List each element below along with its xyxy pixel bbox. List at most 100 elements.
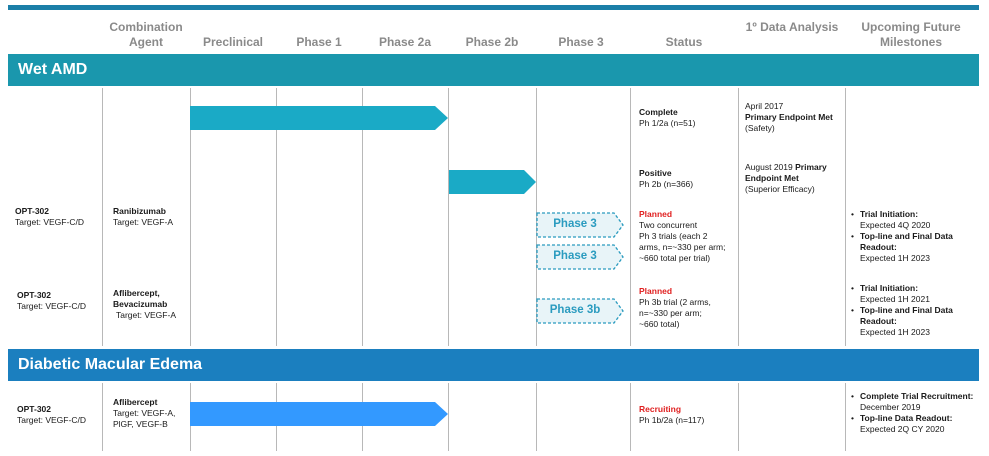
row3-agent-target: Target: VEGF-A bbox=[113, 217, 173, 227]
header-combination-agent: Combination Agent bbox=[109, 20, 183, 49]
row4-status-title: Planned bbox=[639, 286, 673, 296]
header-phase-2a: Phase 2a bbox=[378, 35, 432, 49]
phase3b-box-label: Phase 3b bbox=[549, 304, 601, 316]
row5-drug-target: Target: VEGF-C/D bbox=[17, 415, 86, 425]
row3-ms2-title-b: Readout: bbox=[860, 242, 897, 252]
row3-milestone-2: Top-line and Final Data Readout: Expecte… bbox=[851, 231, 979, 264]
row5-status-title: Recruiting bbox=[639, 404, 682, 414]
row3-status-line3: arms, n=~330 per arm; bbox=[639, 242, 726, 252]
phase3-box-a: Phase 3 bbox=[536, 212, 624, 238]
phase3-box-a-label: Phase 3 bbox=[553, 218, 597, 230]
row4-milestone-2: Top-line and Final Data Readout: Expecte… bbox=[851, 305, 979, 338]
grid-line bbox=[738, 383, 739, 451]
row5-milestone-2: Top-line Data Readout: Expected 2Q CY 20… bbox=[851, 413, 985, 435]
row4-ms1-value: Expected 1H 2021 bbox=[860, 294, 930, 304]
row2-status-title: Positive bbox=[639, 168, 672, 178]
row4-agent: Aflibercept, Bevacizumab Target: VEGF-A bbox=[113, 288, 189, 321]
row5-drug: OPT-302 Target: VEGF-C/D bbox=[17, 404, 103, 426]
row4-status-line3: ~660 total) bbox=[639, 319, 680, 329]
row3-status-line1: Two concurrent bbox=[639, 220, 698, 230]
row5-agent-name: Aflibercept bbox=[113, 397, 158, 407]
grid-line bbox=[102, 383, 103, 451]
phase3-box-b: Phase 3 bbox=[536, 244, 624, 270]
row3-status: Planned Two concurrent Ph 3 trials (each… bbox=[639, 209, 737, 264]
grid-line bbox=[630, 383, 631, 451]
row5-agent: Aflibercept Target: VEGF-A, PlGF, VEGF-B bbox=[113, 397, 189, 430]
row5-drug-name: OPT-302 bbox=[17, 404, 52, 414]
row3-ms1-value: Expected 4Q 2020 bbox=[860, 220, 931, 230]
row2-data-analysis: August 2019 Primary Endpoint Met (Superi… bbox=[745, 162, 845, 195]
header-data-analysis-superscript: 1º bbox=[745, 20, 757, 34]
row2-status: Positive Ph 2b (n=366) bbox=[639, 168, 735, 190]
row1-data-note: (Safety) bbox=[745, 123, 775, 133]
grid-line bbox=[276, 88, 277, 346]
row4-drug: OPT-302 Target: VEGF-C/D bbox=[17, 290, 103, 312]
header-milestones: Upcoming Future Milestones bbox=[861, 20, 961, 49]
row4-status-line2: n=~330 per arm; bbox=[639, 308, 702, 318]
row3-status-title: Planned bbox=[639, 209, 673, 219]
row4-milestone-1: Trial Initiation: Expected 1H 2021 bbox=[851, 283, 979, 305]
grid-line bbox=[448, 383, 449, 451]
row5-ms1-title: Complete Trial Recruitment: bbox=[860, 391, 974, 401]
row2-data-result-a: Primary bbox=[795, 162, 827, 172]
row1-data-analysis: April 2017 Primary Endpoint Met (Safety) bbox=[745, 101, 845, 134]
row5-ms2-title: Top-line Data Readout: bbox=[860, 413, 953, 423]
header-phase-2b: Phase 2b bbox=[465, 35, 519, 49]
grid-line bbox=[362, 88, 363, 346]
row5-agent-target-a: Target: VEGF-A, bbox=[113, 408, 176, 418]
grid-line bbox=[536, 88, 537, 346]
row3-drug: OPT-302 Target: VEGF-C/D bbox=[15, 206, 101, 228]
row2-status-detail: Ph 2b (n=366) bbox=[639, 179, 694, 189]
row3-ms2-title-a: Top-line and Final Data bbox=[860, 231, 953, 241]
row3-milestones: Trial Initiation: Expected 4Q 2020 Top-l… bbox=[851, 209, 979, 264]
header-status: Status bbox=[665, 35, 703, 49]
row1-data-date: April 2017 bbox=[745, 101, 784, 111]
grid-line bbox=[845, 88, 846, 346]
row1-status: Complete Ph 1/2a (n=51) bbox=[639, 107, 735, 129]
row1-status-detail: Ph 1/2a (n=51) bbox=[639, 118, 696, 128]
header-preclinical: Preclinical bbox=[202, 35, 264, 49]
row3-status-line4: ~660 total per trial) bbox=[639, 253, 711, 263]
grid-line bbox=[536, 383, 537, 451]
row4-status: Planned Ph 3b trial (2 arms, n=~330 per … bbox=[639, 286, 737, 330]
top-accent-line bbox=[8, 5, 979, 10]
row3-ms2-value: Expected 1H 2023 bbox=[860, 253, 930, 263]
row2-data-result-b: Endpoint Met bbox=[745, 173, 799, 183]
row5-ms2-value: Expected 2Q CY 2020 bbox=[860, 424, 945, 434]
header-phase-1: Phase 1 bbox=[296, 35, 342, 49]
row3-drug-target: Target: VEGF-C/D bbox=[15, 217, 84, 227]
row4-status-line1: Ph 3b trial (2 arms, bbox=[639, 297, 711, 307]
phase3b-box: Phase 3b bbox=[536, 298, 624, 324]
grid-line bbox=[630, 88, 631, 346]
row3-drug-name: OPT-302 bbox=[15, 206, 50, 216]
row4-ms2-title-a: Top-line and Final Data bbox=[860, 305, 953, 315]
row4-ms2-title-b: Readout: bbox=[860, 316, 897, 326]
row5-agent-target-b: PlGF, VEGF-B bbox=[113, 419, 168, 429]
pipeline-arrow-row5 bbox=[190, 402, 448, 426]
row5-milestone-1: Complete Trial Recruitment: December 201… bbox=[851, 391, 985, 413]
pipeline-arrow-row2 bbox=[449, 170, 536, 194]
row1-status-title: Complete bbox=[639, 107, 678, 117]
row1-data-result: Primary Endpoint Met bbox=[745, 112, 833, 122]
row4-agent-name-a: Aflibercept, bbox=[113, 288, 160, 298]
row3-status-line2: Ph 3 trials (each 2 bbox=[639, 231, 708, 241]
row5-status-detail: Ph 1b/2a (n=117) bbox=[639, 415, 705, 425]
row4-drug-name: OPT-302 bbox=[17, 290, 52, 300]
header-data-analysis: 1º Data Analysis bbox=[742, 20, 842, 35]
row3-ms1-title: Trial Initiation: bbox=[860, 209, 919, 219]
pipeline-arrow-row1 bbox=[190, 106, 448, 130]
row3-milestone-1: Trial Initiation: Expected 4Q 2020 bbox=[851, 209, 979, 231]
grid-line bbox=[845, 383, 846, 451]
grid-line bbox=[448, 88, 449, 346]
section-band-wet-amd: Wet AMD bbox=[8, 54, 979, 86]
row3-agent-name: Ranibizumab bbox=[113, 206, 166, 216]
row4-drug-target: Target: VEGF-C/D bbox=[17, 301, 86, 311]
grid-line bbox=[102, 88, 103, 346]
row2-data-note: (Superior Efficacy) bbox=[745, 184, 815, 194]
row4-agent-name-b: Bevacizumab bbox=[113, 299, 168, 309]
grid-line bbox=[190, 88, 191, 346]
row5-ms1-value: December 2019 bbox=[860, 402, 921, 412]
row5-status: Recruiting Ph 1b/2a (n=117) bbox=[639, 404, 737, 426]
header-phase-3: Phase 3 bbox=[558, 35, 604, 49]
row2-data-date: August 2019 bbox=[745, 162, 793, 172]
